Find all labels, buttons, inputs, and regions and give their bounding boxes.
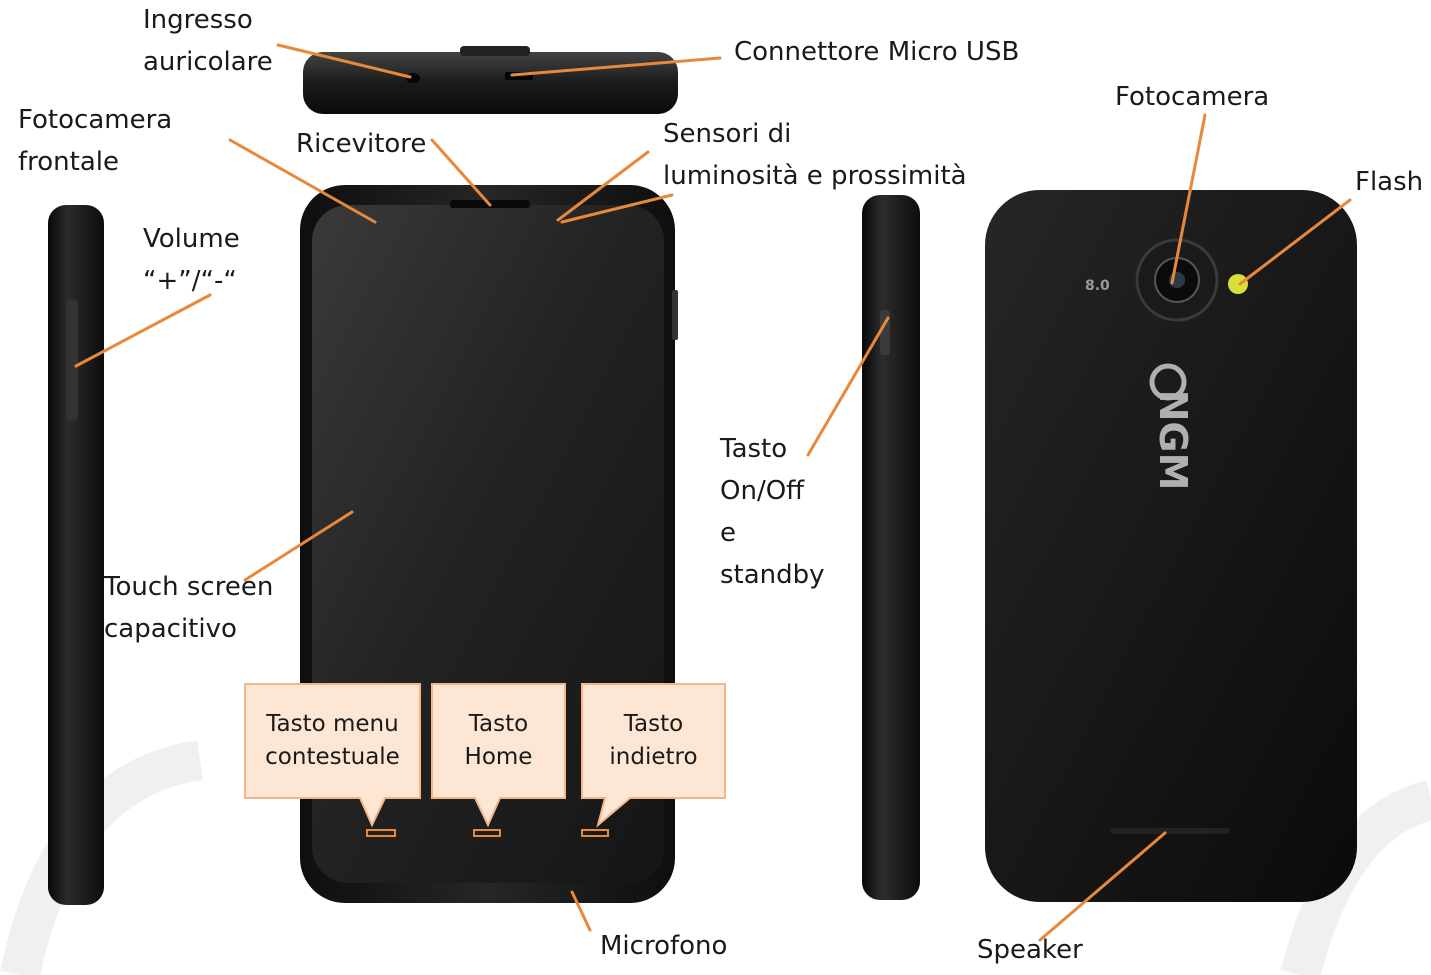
leader-receiver — [430, 138, 492, 207]
menu-key-glyph — [366, 829, 396, 837]
brand-logo: NGM — [1151, 390, 1195, 491]
back-key-glyph — [581, 829, 609, 837]
callout-home-key — [431, 683, 566, 828]
leader-microphone — [570, 890, 592, 932]
leader-sensors-2 — [560, 193, 674, 224]
flash-led — [1228, 274, 1248, 294]
label-microphone: Microfono — [600, 931, 728, 961]
leader-touch-screen — [243, 510, 354, 582]
leader-power-key — [806, 316, 890, 457]
label-receiver: Ricevitore — [296, 129, 427, 159]
callout-back-key — [581, 683, 726, 828]
label-micro-usb: Connettore Micro USB — [734, 37, 1020, 67]
leader-front-camera — [228, 138, 377, 224]
label-volume: Volume“+”/“-“ — [143, 224, 240, 296]
leader-volume — [74, 293, 212, 368]
phone-left-side-view — [48, 205, 104, 905]
leader-rear-camera — [1170, 113, 1207, 285]
phone-top-view — [303, 46, 678, 114]
phone-right-side-view — [862, 195, 920, 900]
home-key-glyph — [473, 829, 501, 837]
label-speaker: Speaker — [977, 935, 1083, 965]
leader-micro-usb — [510, 56, 722, 77]
speaker-grille — [1110, 828, 1230, 834]
watermark-arc-left — [0, 740, 204, 975]
callout-menu-key — [244, 683, 421, 828]
label-flash: Flash — [1355, 167, 1424, 197]
leader-sensors-1 — [556, 150, 650, 222]
label-rear-camera: Fotocamera — [1115, 82, 1270, 112]
leader-headphone-jack — [276, 43, 412, 79]
camera-badge: 8.0 — [1085, 278, 1110, 294]
leader-flash — [1238, 198, 1352, 286]
phone-back-view: 8.0 NGM — [985, 190, 1357, 902]
brand-emblem — [1149, 363, 1187, 401]
leader-speaker — [1038, 831, 1167, 942]
